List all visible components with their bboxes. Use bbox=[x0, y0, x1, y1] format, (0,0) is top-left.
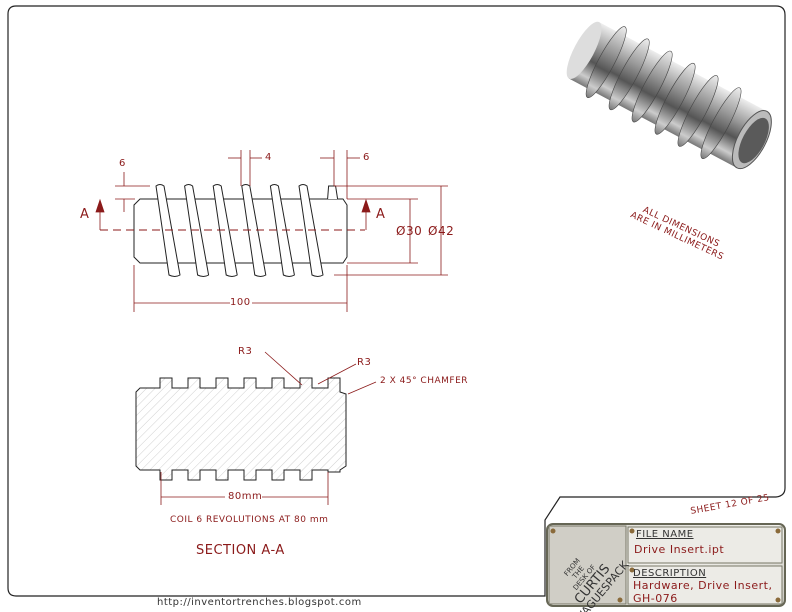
footer-url[interactable]: http://inventortrenches.blogspot.com bbox=[155, 597, 364, 608]
section-title: SECTION A-A bbox=[196, 543, 285, 558]
front-dimensions bbox=[95, 150, 448, 312]
section-mark-left: A bbox=[80, 207, 90, 222]
thread-coil bbox=[327, 185, 339, 200]
dim-outer-diameter: Ø42 bbox=[428, 224, 455, 238]
dim-thread-length: 80mm bbox=[228, 491, 263, 502]
title-block bbox=[546, 523, 786, 607]
description-label: DESCRIPTION bbox=[633, 568, 707, 579]
dim-inner-diameter: Ø30 bbox=[396, 224, 423, 238]
file-name: Drive Insert.ipt bbox=[634, 543, 725, 556]
iso-thread-ring bbox=[654, 62, 696, 135]
section-mark-right: A bbox=[376, 207, 386, 222]
dim-shoulder: 6 bbox=[119, 158, 126, 169]
file-name-label: FILE NAME bbox=[636, 529, 694, 540]
section-view bbox=[135, 377, 347, 481]
chamfer-note: 2 X 45° CHAMFER bbox=[380, 376, 469, 386]
description-line2: GH-076 bbox=[633, 592, 678, 605]
dim-length: 100 bbox=[230, 297, 251, 308]
front-view bbox=[100, 184, 365, 277]
thread-coil bbox=[212, 184, 238, 277]
radius-left: R3 bbox=[238, 346, 253, 357]
sheet-border bbox=[7, 5, 786, 597]
iso-thread-ring bbox=[631, 50, 673, 123]
dim-end: 6 bbox=[363, 152, 370, 163]
isometric-3d-view bbox=[566, 21, 772, 170]
description-line1: Hardware, Drive Insert, bbox=[633, 579, 773, 592]
iso-thread-ring bbox=[677, 75, 719, 147]
iso-thread-ring bbox=[608, 38, 650, 111]
radius-right: R3 bbox=[357, 357, 372, 368]
dim-thread-width: 4 bbox=[265, 152, 272, 163]
iso-thread-ring bbox=[585, 26, 627, 98]
coil-note: COIL 6 REVOLUTIONS AT 80 mm bbox=[170, 515, 329, 525]
thread-coil bbox=[241, 184, 267, 277]
section-dimensions bbox=[160, 351, 377, 505]
iso-thread-ring bbox=[700, 87, 742, 159]
